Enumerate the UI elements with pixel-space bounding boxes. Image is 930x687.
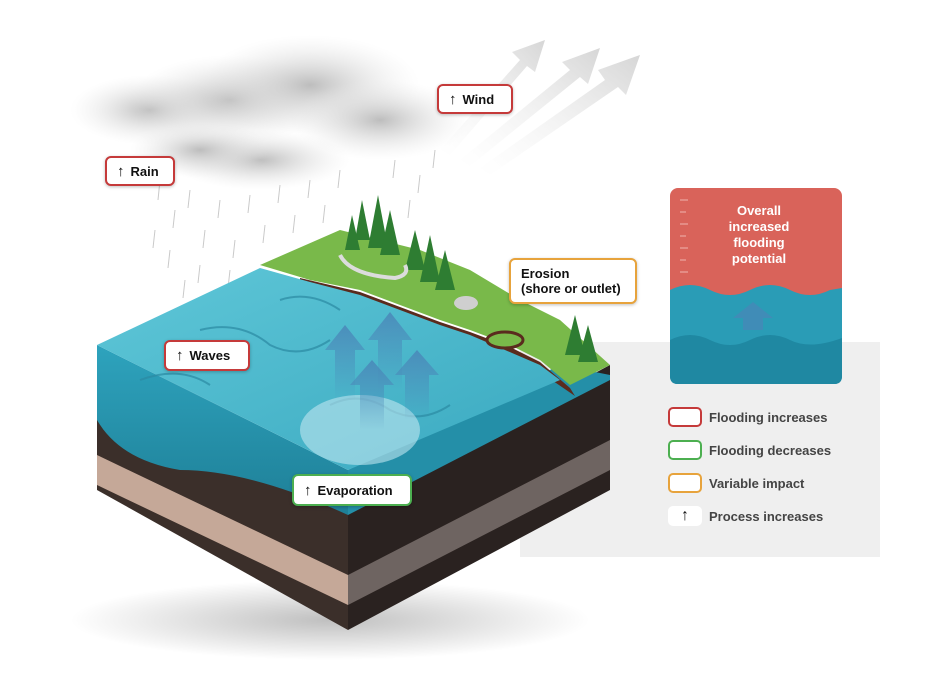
small-island (485, 330, 525, 350)
up-arrow-icon: ↑ (681, 507, 689, 524)
evaporation-label-text: Evaporation (317, 482, 393, 498)
flood-meter (670, 188, 842, 384)
erosion-label-line1: Erosion (521, 266, 570, 281)
legend-arrow-text: Process increases (709, 509, 824, 524)
evaporation-label: ↑ Evaporation (292, 474, 412, 506)
erosion-label: Erosion (shore or outlet) (509, 258, 637, 304)
meter-line-4: potential (731, 251, 787, 266)
forest-trees (345, 195, 598, 362)
land-top (260, 230, 610, 385)
block-shadow (70, 580, 590, 660)
wind-label-text: Wind (462, 91, 495, 107)
up-arrow-icon: ↑ (176, 347, 184, 364)
meter-line-2: increased (728, 219, 790, 234)
up-arrow-icon: ↑ (304, 481, 312, 499)
road (338, 253, 409, 281)
water-left-face (97, 345, 348, 515)
cloud-group (70, 35, 470, 190)
legend-variable-text: Variable impact (709, 476, 805, 491)
rain-label: ↑ Rain (105, 156, 175, 186)
meter-caption: Overall increased flooding potential (685, 203, 833, 267)
legend-increase-text: Flooding increases (709, 410, 828, 425)
water-top (97, 268, 560, 470)
rock (454, 296, 478, 310)
waves-label: ↑ Waves (164, 340, 250, 371)
wind-label: ↑ Wind (437, 84, 513, 114)
evaporation-arrows (325, 312, 439, 430)
up-arrow-icon: ↑ (449, 90, 457, 108)
legend-swatch-increase (668, 407, 702, 427)
meter-line-3: flooding (733, 235, 785, 250)
legend-swatch-variable (668, 473, 702, 493)
rain-label-text: Rain (130, 163, 159, 179)
legend-decrease-text: Flooding decreases (709, 443, 832, 458)
legend-swatch-decrease (668, 440, 702, 460)
legend-swatch-arrow: ↑ (668, 506, 702, 526)
waves-label-text: Waves (189, 348, 231, 363)
water-right-face (348, 365, 610, 515)
meter-line-1: Overall (736, 203, 782, 218)
up-arrow-icon: ↑ (117, 162, 125, 180)
erosion-label-line2: (shore or outlet) (521, 281, 621, 296)
